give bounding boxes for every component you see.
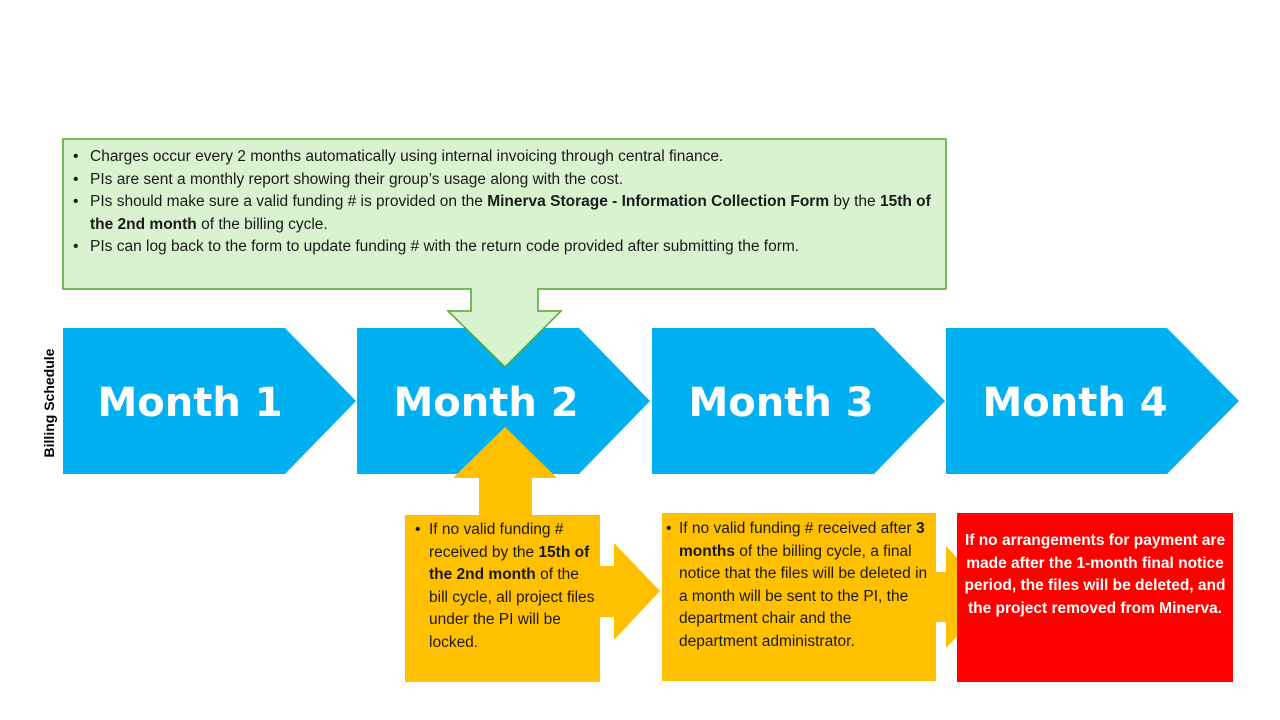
- delete-box-text: If no arrangements for payment are made …: [964, 532, 1226, 617]
- delete-box-shape: [957, 513, 1233, 682]
- month-1-chevron: [63, 328, 356, 474]
- info-callout-text: Charges occur every 2 months automatical…: [64, 146, 944, 259]
- info-item-4: PIs can log back to the form to update f…: [64, 236, 944, 259]
- info-item-2: PIs are sent a monthly report showing th…: [64, 169, 944, 192]
- notice-item: If no valid funding # received after 3 m…: [664, 518, 934, 653]
- form-name: Minerva Storage - Information Collection…: [487, 193, 830, 210]
- month-4-label: Month 4: [982, 380, 1167, 426]
- billing-schedule-label-wrap: Billing Schedule: [40, 330, 58, 476]
- month-2-chevron: [357, 328, 650, 474]
- arrow-to-notice: [600, 543, 660, 640]
- deadline-text: 15th of the 2nd month: [90, 193, 931, 233]
- info-item-3: PIs should make sure a valid funding # i…: [64, 191, 944, 236]
- month-3-label: Month 3: [688, 380, 873, 426]
- month-4-chevron: [946, 328, 1239, 474]
- info-item-1: Charges occur every 2 months automatical…: [64, 146, 944, 169]
- month-2-label: Month 2: [393, 380, 578, 426]
- info-list: Charges occur every 2 months automatical…: [64, 146, 944, 259]
- month-3-chevron: [652, 328, 945, 474]
- billing-schedule-label: Billing Schedule: [41, 348, 57, 458]
- month-1-label: Month 1: [97, 380, 282, 426]
- lock-item: If no valid funding # received by the 15…: [412, 519, 598, 654]
- notice-box-text: If no valid funding # received after 3 m…: [664, 518, 934, 653]
- lock-box-text: If no valid funding # received by the 15…: [412, 519, 598, 654]
